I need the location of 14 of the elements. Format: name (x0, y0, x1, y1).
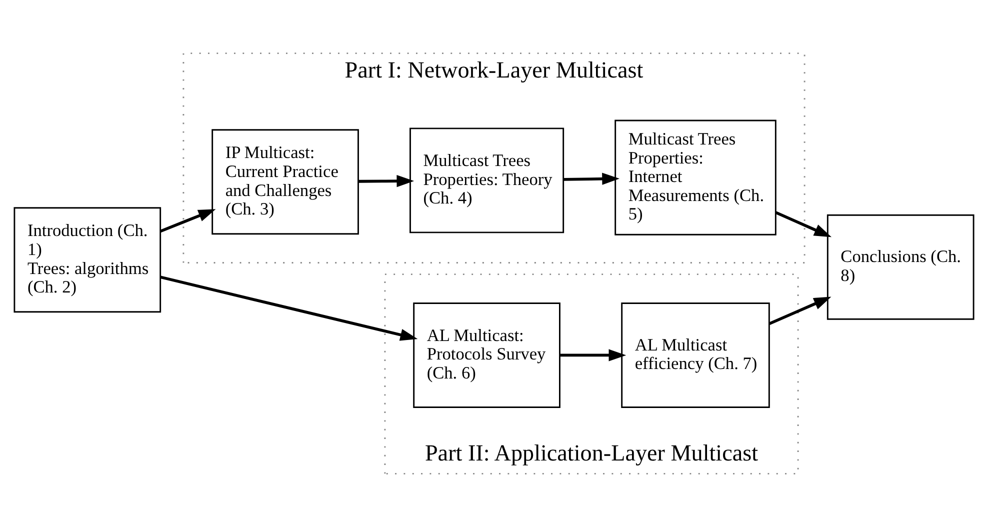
arrow (775, 211, 832, 238)
node-box: Introduction (Ch. 1) Trees: algorithms (Ch. 2) (14, 207, 162, 313)
arrow (768, 296, 832, 325)
node-box: Conclusions (Ch. 8) (826, 214, 974, 320)
arrow (160, 276, 418, 341)
arrow (160, 209, 216, 233)
arrow (358, 175, 414, 188)
node-box: Multicast Trees Properties: Internet Measurements (Ch. 5) (614, 120, 776, 236)
node-box: AL Multicast: Protocols Survey (Ch. 6) (413, 302, 560, 408)
arrow (564, 172, 620, 185)
node-box: IP Multicast: Current Practice and Challenges (Ch. 3) (212, 129, 359, 235)
node-box: AL Multicast efficiency (Ch. 7) (621, 302, 770, 408)
node-box: Multicast Trees Properties: Theory (Ch. 4) (410, 128, 564, 234)
arrow (560, 349, 626, 362)
